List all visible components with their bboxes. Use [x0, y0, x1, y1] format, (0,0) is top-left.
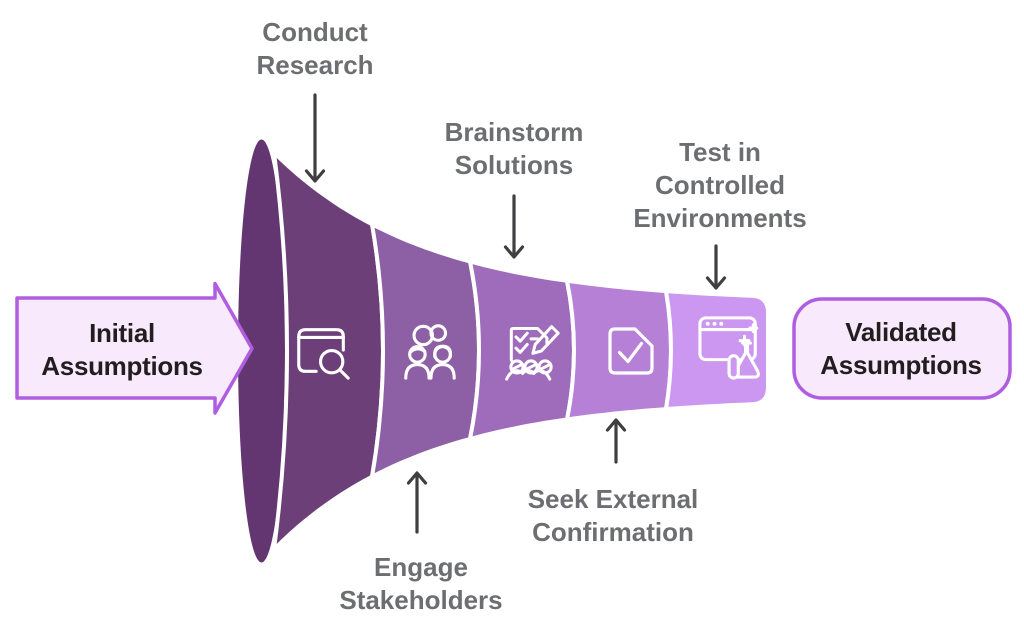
stage-label-seek-confirmation: Seek External Confirmation: [527, 484, 699, 547]
connector-arrow-conduct-research: [304, 93, 326, 183]
endpoint-label-validated-assumptions: Validated Assumptions: [820, 317, 982, 380]
funnel-mouth: [238, 139, 285, 563]
stage-label-engage-stakeholders: Engage Stakeholders: [339, 552, 503, 615]
connector-arrow-engage-stakeholders: [406, 471, 428, 534]
stage-label-test-environments: Test in Controlled Environments: [633, 137, 807, 233]
endpoint-label-initial-assumptions: Initial Assumptions: [41, 318, 203, 381]
linked-people-icon: [399, 320, 461, 382]
output-box-shape: [792, 297, 1012, 400]
checklist-pencil-group-icon: [498, 321, 564, 381]
connector-arrow-test-environments: [705, 244, 727, 290]
browser-flask-icon: [698, 313, 764, 381]
funnel-segment-seek-confirmation: [565, 278, 673, 422]
stage-label-brainstorm-solutions: Brainstorm Solutions: [444, 117, 584, 180]
input-arrow-shape: [15, 281, 254, 415]
document-check-icon: [602, 323, 658, 379]
stage-label-conduct-research: Conduct Research: [256, 17, 374, 80]
connector-arrow-brainstorm-solutions: [503, 194, 525, 259]
funnel-segment-test-environments: [664, 289, 770, 412]
book-magnifier-icon: [291, 320, 353, 382]
connector-arrow-seek-confirmation: [605, 418, 627, 464]
